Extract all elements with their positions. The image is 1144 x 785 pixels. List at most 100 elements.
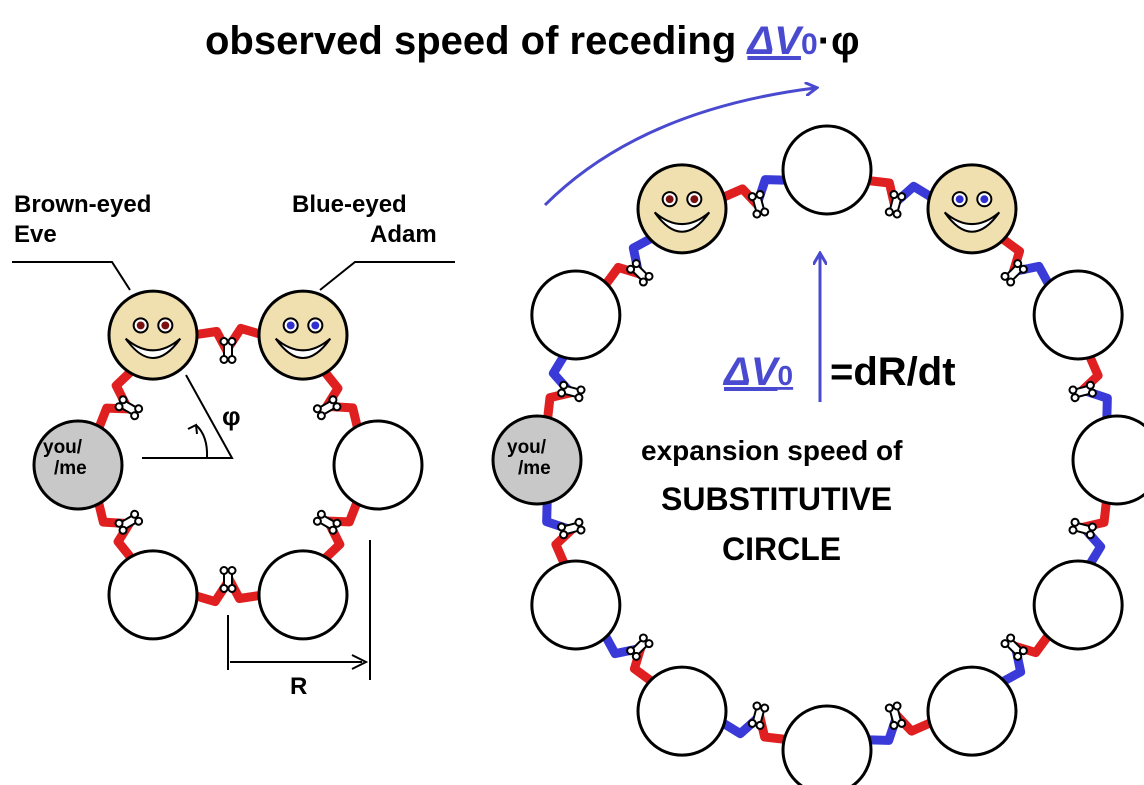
- face-circle: [107, 289, 199, 381]
- hand-bone: [114, 509, 144, 535]
- hand-bone: [219, 566, 237, 594]
- empty-circle: [781, 124, 873, 216]
- adam-label-line2: Adam: [370, 221, 437, 248]
- empty-circle: [107, 549, 199, 641]
- hand-bone: [626, 259, 654, 287]
- empty-circle: [530, 559, 622, 651]
- bone-knob: [1006, 633, 1016, 643]
- bone-knob: [219, 566, 229, 576]
- angle-lines: [142, 374, 234, 459]
- bone-knob: [1068, 525, 1078, 535]
- hand-bone: [884, 190, 907, 219]
- bone-knob: [1070, 517, 1080, 527]
- eye-pupil: [311, 321, 320, 330]
- hand-bone: [557, 517, 586, 540]
- bone-knob: [897, 192, 907, 202]
- hand-bone: [114, 395, 144, 421]
- bone-knob: [626, 264, 636, 274]
- eye-pupil: [136, 321, 145, 330]
- you-circle: [491, 414, 583, 506]
- empty-circle: [781, 704, 873, 785]
- adam-label-line1: Blue-eyed: [292, 191, 407, 218]
- bone-knob: [559, 380, 569, 390]
- bone-knob: [219, 584, 229, 594]
- bone-knob: [1085, 380, 1095, 390]
- caption-line3: CIRCLE: [722, 531, 841, 567]
- bone-knob: [1068, 385, 1078, 395]
- left-ring: [32, 289, 424, 641]
- face-circle: [257, 289, 349, 381]
- empty-circle: [1032, 559, 1124, 651]
- bone-knob: [576, 385, 586, 395]
- bone-knob: [631, 651, 641, 661]
- eve-face: [107, 289, 199, 381]
- hand-bone: [219, 336, 237, 364]
- bone-knob: [755, 720, 765, 730]
- face-circle: [926, 163, 1018, 255]
- bone-knob: [574, 517, 584, 527]
- smile: [124, 337, 182, 359]
- bone-knob: [1000, 271, 1010, 281]
- face-circle: [636, 163, 728, 255]
- bone-knob: [130, 411, 140, 421]
- empty-circle: [1071, 414, 1144, 506]
- bone-knob: [760, 703, 770, 713]
- bone-knob: [134, 516, 144, 526]
- bone-knob: [332, 518, 342, 528]
- eye-pupil: [665, 195, 674, 204]
- eve-leader-line: [12, 261, 131, 291]
- bone-knob: [312, 404, 322, 414]
- smile: [943, 211, 1001, 233]
- right-you-line2: /me: [518, 458, 551, 479]
- hand-bone: [312, 509, 342, 535]
- hand-bone: [747, 701, 770, 730]
- empty-circle: [1032, 269, 1124, 361]
- bone-knob: [219, 336, 229, 346]
- hand-bone: [1068, 380, 1097, 403]
- bone-knob: [227, 584, 237, 594]
- eye-pupil: [980, 195, 989, 204]
- bone-knob: [227, 566, 237, 576]
- hand-bone: [884, 701, 907, 730]
- bone-knob: [1087, 522, 1097, 532]
- empty-circle: [926, 665, 1018, 757]
- bone-knob: [755, 190, 765, 200]
- eve-face: [636, 163, 728, 255]
- bone-knob: [574, 393, 584, 403]
- eve-label-line1: Brown-eyed: [14, 191, 151, 218]
- eve-label-line2: Eve: [14, 221, 57, 248]
- bone-knob: [557, 522, 567, 532]
- bone-knob: [752, 701, 762, 711]
- bone-knob: [644, 271, 654, 281]
- bone-knob: [760, 207, 770, 217]
- bone-knob: [559, 530, 569, 540]
- bone-knob: [892, 209, 902, 219]
- caption-line2: SUBSTITUTIVE: [661, 481, 892, 517]
- smile: [274, 337, 332, 359]
- bone-knob: [747, 718, 757, 728]
- empty-circle: [257, 549, 349, 641]
- bone-knob: [889, 190, 899, 200]
- bone-knob: [134, 404, 144, 414]
- hand-bone: [557, 380, 586, 403]
- bone-knob: [118, 525, 128, 535]
- adam-leader-line: [319, 261, 455, 291]
- bone-knob: [889, 720, 899, 730]
- bone-knob: [114, 402, 124, 412]
- angle-arrowhead: [187, 423, 198, 435]
- formula-delta: ΔV0: [722, 350, 793, 394]
- hand-bone: [1068, 517, 1097, 540]
- angle-label: φ: [222, 401, 241, 431]
- empty-circle: [636, 665, 728, 757]
- eye-pupil: [690, 195, 699, 204]
- empty-circle: [332, 419, 424, 511]
- bone-knob: [638, 277, 648, 287]
- bone-knob: [884, 207, 894, 217]
- hand-bone: [312, 395, 342, 421]
- adam-face: [257, 289, 349, 381]
- eye-pupil: [955, 195, 964, 204]
- right-you-line1: you/: [507, 437, 547, 458]
- receding-arrow: [543, 88, 815, 207]
